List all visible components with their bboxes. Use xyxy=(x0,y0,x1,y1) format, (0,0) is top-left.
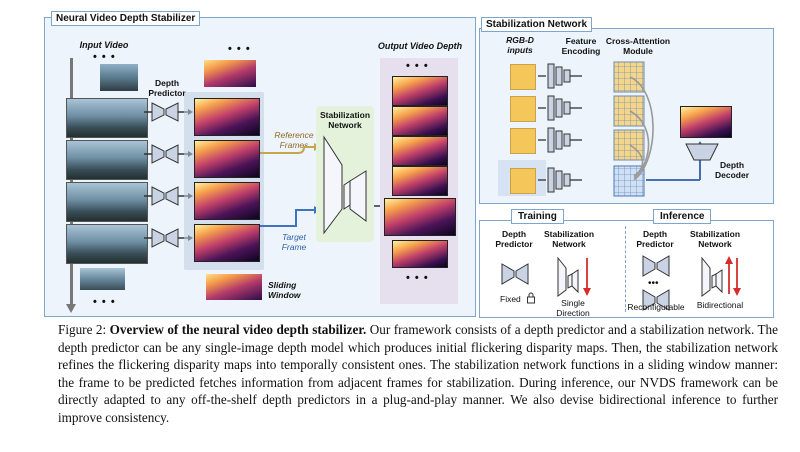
training-depth-predictor-label: Depth Predictor xyxy=(495,229,533,249)
training-stabilizer-icon xyxy=(557,256,579,297)
inference-depth-predictor-label: Depth Predictor xyxy=(636,229,674,249)
stab-network-panel-title: Stabilization Network xyxy=(481,17,593,32)
input-video-label: Input Video xyxy=(79,40,129,50)
inference-tab: Inference xyxy=(653,209,712,224)
depth-predictor-icon xyxy=(144,186,193,206)
nvds-panel-title: Neural Video Depth Stabilizer xyxy=(51,11,201,26)
rgbd-input-3 xyxy=(510,168,536,194)
stabilization-network-label: Stabilization Network xyxy=(319,110,371,130)
single-direction-arrow xyxy=(583,258,591,296)
output-depth-1 xyxy=(392,106,448,136)
feature-encoding-label: Feature Encoding xyxy=(561,36,601,56)
depth-map-3 xyxy=(194,182,260,220)
inference-predictor-icon xyxy=(642,289,670,311)
fixed-label: Fixed xyxy=(500,294,521,304)
depth-map-4 xyxy=(194,224,260,262)
rgbd-input-0 xyxy=(510,64,536,90)
rgbd-input-2 xyxy=(510,128,536,154)
input-frame-4 xyxy=(66,224,148,264)
output-depth-2 xyxy=(392,136,448,166)
training-tab: Training xyxy=(511,209,564,224)
decoded-depth-map xyxy=(680,106,732,138)
figure-caption: Figure 2: Overview of the neural video d… xyxy=(58,321,778,427)
bidirectional-label: Bidirectional xyxy=(696,300,744,310)
input-dots-bottom: • • • xyxy=(93,296,116,308)
input-frame-1 xyxy=(66,98,148,138)
output-dots-bottom: • • • xyxy=(406,272,429,284)
train-infer-divider xyxy=(625,226,626,312)
feature-encoders xyxy=(538,63,582,193)
depth-predictor-label: Depth Predictor xyxy=(148,78,186,98)
output-depth-3 xyxy=(392,166,448,196)
inference-predictor-icons: ••• xyxy=(642,255,670,311)
stab-connections xyxy=(260,143,384,227)
feature-encoder-icon xyxy=(538,127,582,153)
training-stabilization-label: Stabilization Network xyxy=(543,229,595,249)
output-depth-5 xyxy=(392,240,448,268)
depth-map-5 xyxy=(206,274,262,300)
rgbd-inputs-label: RGB-D inputs xyxy=(506,35,534,55)
depth-decoder-label: Depth Decoder xyxy=(714,160,749,180)
target-frame-label: Target Frame xyxy=(281,232,307,252)
cross-attention-grids xyxy=(613,61,654,197)
lock-icon xyxy=(527,292,535,304)
depth-map-2 xyxy=(194,140,260,178)
caption-prefix: Figure 2: xyxy=(58,322,110,337)
inference-stabilizer-icon xyxy=(701,256,723,297)
input-frame-3 xyxy=(66,182,148,222)
rgbd-input-1 xyxy=(510,96,536,122)
caption-bold: Overview of the neural video depth stabi… xyxy=(109,322,367,337)
depth-decoder-icon xyxy=(685,143,719,161)
cross-attention-label: Cross-Attention Module xyxy=(605,36,671,56)
output-dots-top: • • • xyxy=(406,60,429,72)
feature-encoder-icon xyxy=(538,95,582,121)
input-frame-2 xyxy=(66,140,148,180)
inference-stabilization-label: Stabilization Network xyxy=(689,229,741,249)
reconfigurable-label: Reconfigurable xyxy=(627,302,685,312)
bidirectional-arrows xyxy=(725,256,741,296)
output-depth-target xyxy=(384,198,456,236)
output-depth-0 xyxy=(392,76,448,106)
feature-encoder-icon xyxy=(538,63,582,89)
input-dots-top: • • • xyxy=(93,51,116,63)
output-video-depth-label: Output Video Depth xyxy=(377,41,463,51)
single-direction-label: Single Direction xyxy=(556,298,590,318)
svg-text:•••: ••• xyxy=(648,278,659,289)
caption-body: Our framework consists of a depth predic… xyxy=(58,322,779,425)
sliding-window-label: Sliding Window xyxy=(268,280,301,300)
stabilization-network-icon xyxy=(323,135,367,235)
feature-encoder-icon xyxy=(538,167,582,193)
training-predictor-icon xyxy=(501,263,529,285)
input-frame-5 xyxy=(80,268,125,290)
depth-map-1 xyxy=(194,98,260,136)
input-frame-0 xyxy=(100,64,138,91)
depth-dots-top: • • • xyxy=(228,43,251,55)
depth-map-0 xyxy=(204,60,256,87)
inference-predictor-icon xyxy=(642,255,670,277)
reference-frames-label: Reference Frames xyxy=(274,130,314,150)
input-timeline-arrowhead xyxy=(66,304,76,313)
